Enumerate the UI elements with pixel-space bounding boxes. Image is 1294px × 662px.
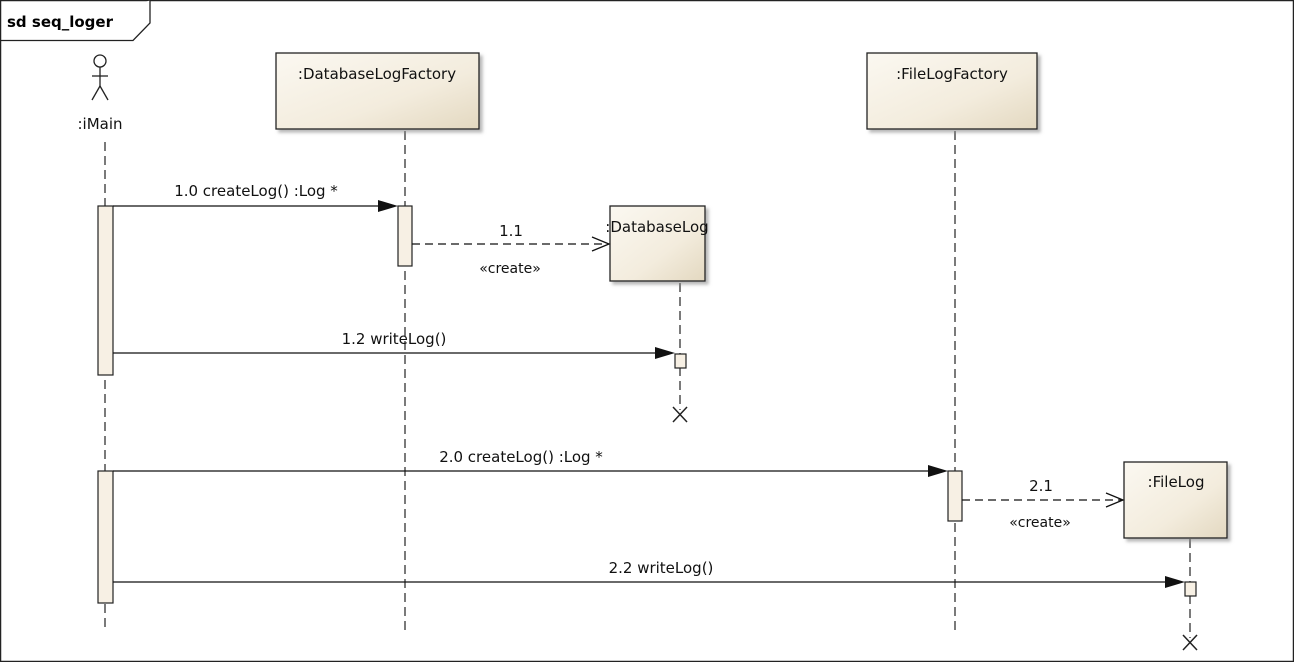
frame-tab [0,0,151,42]
destroy-x-icon [672,406,688,423]
object-filelog[interactable]: :FileLog [1123,461,1228,539]
open-arrowhead-icon [1105,492,1125,508]
message-2-0[interactable]: 2.0 createLog() :Log * [113,448,948,477]
message-1-1-create[interactable]: 1.1 «create» [412,222,611,277]
activation-databaselog [674,353,687,369]
object-databaselogfactory[interactable]: :DatabaseLogFactory [275,52,480,130]
filled-arrowhead-icon [928,465,948,477]
object-filelogfactory[interactable]: :FileLogFactory [866,52,1038,130]
message-label: 1.2 writeLog() [342,330,447,348]
message-label: 1.0 createLog() :Log * [174,182,338,200]
message-label: 2.0 createLog() :Log * [439,448,603,466]
frame-title: sd seq_loger [7,13,114,31]
actor-icon[interactable] [91,54,109,101]
message-1-0[interactable]: 1.0 createLog() :Log * [113,182,398,212]
filled-arrowhead-icon [378,200,398,212]
message-2-1-create[interactable]: 2.1 «create» [962,477,1125,531]
filled-arrowhead-icon [655,347,675,359]
open-arrowhead-icon [591,236,611,252]
object-label: :DatabaseLog [605,218,708,236]
message-label: 2.2 writeLog() [609,559,714,577]
activation-filelogfactory [947,470,963,522]
object-label: :DatabaseLogFactory [298,65,456,83]
object-label: :FileLog [1148,473,1205,491]
activation-databaselogfactory [397,205,413,267]
activation-imain-2 [97,470,114,604]
message-stereotype: «create» [479,261,541,277]
message-2-2[interactable]: 2.2 writeLog() [113,559,1185,588]
message-label: 1.1 [499,222,523,240]
message-stereotype: «create» [1009,515,1071,531]
object-databaselog[interactable]: :DatabaseLog [605,205,709,282]
lifeline-label-imain[interactable]: :iMain [77,115,122,133]
object-label: :FileLogFactory [896,65,1008,83]
message-label: 2.1 [1029,477,1053,495]
activation-filelog [1184,581,1197,597]
filled-arrowhead-icon [1165,576,1185,588]
activation-imain-1 [97,205,114,376]
destroy-x-icon [1182,634,1198,651]
message-1-2[interactable]: 1.2 writeLog() [113,330,675,359]
